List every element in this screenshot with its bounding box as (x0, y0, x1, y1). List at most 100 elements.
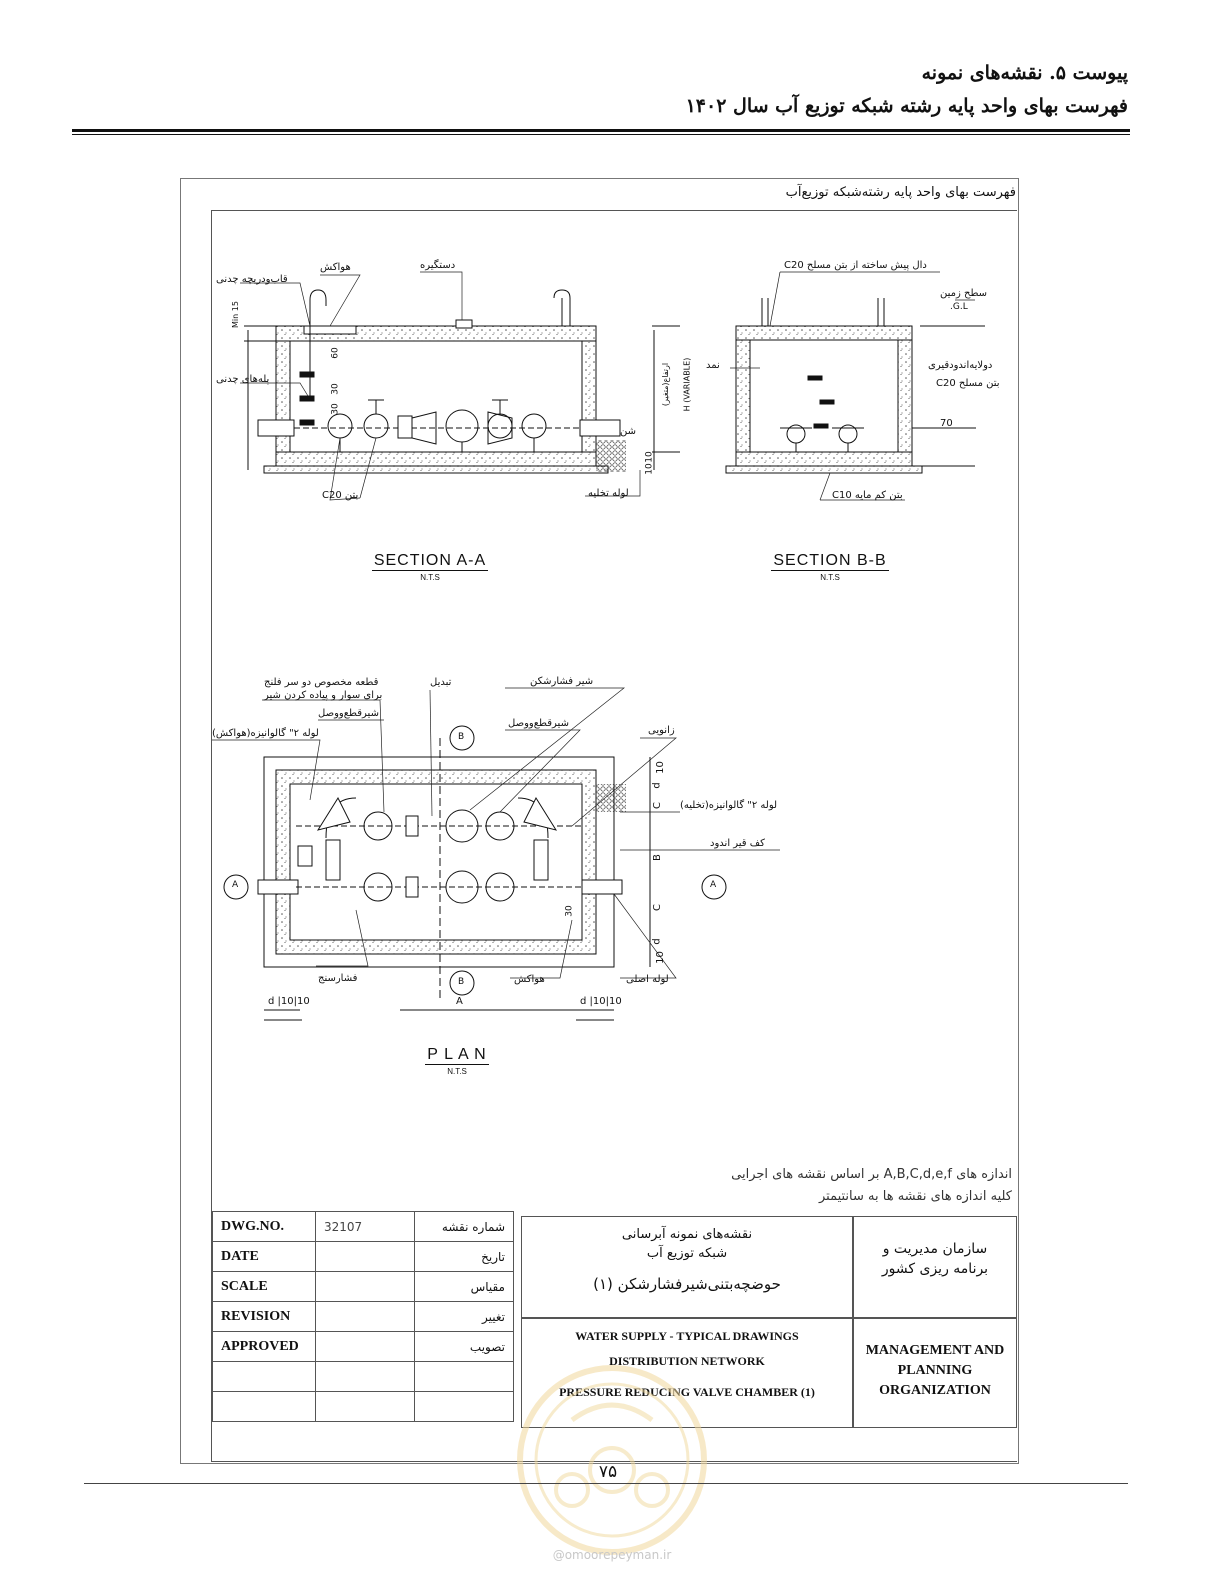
plan-dim-label-30: 30 (564, 905, 575, 917)
bb-lean-concrete (725, 465, 923, 474)
plan-outer-lean (263, 756, 615, 968)
plan-marker-b-bottom-label: B (458, 977, 465, 987)
plan-label-gate-valve-2: شیرقطع‌ووصل (508, 718, 569, 729)
aa-right-wall (581, 340, 597, 466)
tb-en: APPROVED (212, 1331, 316, 1362)
sheet-header: فهرست بهای واحد پایه رشته‌شبکه توزیع‌آب (785, 185, 1016, 200)
tb-fa: مقیاس (414, 1271, 514, 1302)
aa-dim-30b: 30 (330, 403, 341, 415)
bb-label-lean: بتن کم مایه C10 (832, 490, 903, 501)
section-bb (725, 298, 985, 474)
plan-dim-label-a: A (456, 996, 463, 1007)
tb-en: DATE (212, 1241, 316, 1272)
aa-valve-2 (363, 413, 389, 439)
aa-label-min15: 15 Min (230, 301, 240, 328)
tb-fa: شماره نقشه (414, 1211, 514, 1242)
plan-marker-a-right-label: A (710, 880, 717, 890)
plan-title: P L A N N.T.S (425, 1046, 489, 1076)
plan-label-main-pipe: لوله اصلی (626, 974, 669, 985)
aa-dim-10a: 10 (644, 451, 655, 463)
plan-label-special-piece: قطعه مخصوص دو سر فلنج (264, 677, 379, 688)
tb-center-en-line1: WATER SUPPLY - TYPICAL DRAWINGS (575, 1329, 799, 1343)
aa-dim-30a: 30 (330, 383, 341, 395)
tb-row-empty (212, 1391, 514, 1422)
aa-step-2 (299, 395, 315, 402)
tb-en (212, 1361, 316, 1392)
tb-val (315, 1391, 415, 1422)
tb-org-en-line2: PLANNING (897, 1363, 973, 1378)
aa-step-3 (299, 419, 315, 426)
bb-label-reinforced: بتن مسلح C20 (936, 378, 1000, 389)
plan-dim-left: 10|10| d (268, 996, 310, 1007)
aa-step-1 (299, 371, 315, 378)
aa-label-height-fa: ارتفاع(متغیر) (661, 362, 671, 407)
plan-valve-1 (363, 811, 393, 841)
plan-label-gauge: فشارسنج (318, 973, 358, 984)
plan-marker-b-top-label: B (458, 732, 465, 742)
bb-right-wall (897, 339, 913, 467)
aa-gravel (596, 440, 626, 472)
tb-val (315, 1331, 415, 1362)
appendix-title: پیوست ۵. نقشه‌های نمونه (921, 62, 1128, 84)
tb-en (212, 1391, 316, 1422)
plan-valve-2 (363, 872, 393, 902)
plan-dim-label-d-top: d (651, 782, 663, 789)
section-marker-a-left (223, 874, 249, 900)
plan-valve-4 (485, 872, 515, 902)
aa-valve-1 (327, 413, 353, 439)
section-marker-b-bottom (449, 970, 475, 996)
tb-en: SCALE (212, 1271, 316, 1302)
aa-valve-4 (521, 413, 547, 439)
tb-center-en-line2: DISTRIBUTION NETWORK (609, 1354, 765, 1368)
tb-org-fa-line1: سازمان مدیریت و (882, 1241, 988, 1257)
plan-dim-label-c-bottom: C (651, 904, 663, 911)
plan-label-gate-valve: شیرقطع‌ووصل (318, 708, 379, 719)
plan-pipe-in (257, 879, 299, 895)
tb-val (315, 1301, 415, 1332)
plan-dim-label-10-bottom: 10 (654, 951, 666, 964)
title-block-center-en: WATER SUPPLY - TYPICAL DRAWINGS DISTRIBU… (521, 1318, 853, 1428)
aa-handle (455, 319, 473, 329)
tb-center-fa-line3: حوضچه‌بتنی‌شیرفشارشکن (۱) (593, 1275, 781, 1293)
bb-left-wall (735, 339, 751, 467)
bb-label-double-layer: دولایه‌اندودقیری (928, 360, 993, 371)
aa-valve-3 (487, 413, 513, 439)
aa-label-air-valve: هواکش (320, 262, 351, 273)
aa-lean-concrete (263, 465, 609, 474)
tb-row-scale: SCALE مقیاس (212, 1271, 514, 1302)
tb-val (315, 1241, 415, 1272)
plan-label-reducer: تبدیل (430, 677, 452, 688)
tb-val: 32107 (315, 1211, 415, 1242)
tb-org-fa-line2: برنامه ریزی کشور (881, 1261, 989, 1277)
tb-row-empty (212, 1361, 514, 1392)
plan-marker-a-left-label: A (232, 880, 239, 890)
aa-label-gravel: شن (620, 426, 636, 437)
plan-gravel (596, 784, 626, 812)
title-block-org-fa: سازمان مدیریت و برنامه ریزی کشور (853, 1216, 1017, 1318)
aa-pipe-in (257, 419, 295, 437)
aa-reducer-2 (487, 411, 513, 445)
tb-org-en-line1: MANAGEMENT AND (865, 1343, 1005, 1358)
aa-label-concrete: بتن C20 (322, 490, 359, 501)
section-aa-title: SECTION A-A N.T.S (371, 552, 489, 582)
plan-label-galv-drain: لوله ۲" گالوانیزه(تخلیه) (680, 800, 778, 811)
tb-val (315, 1271, 415, 1302)
plan-thrust-left (316, 796, 351, 831)
note-dimensions-basis: اندازه های A,B,C,d,e,f بر اساس نقشه های … (731, 1167, 1012, 1182)
header-rule-thick (72, 129, 1130, 132)
tb-fa: تصویب (414, 1331, 514, 1362)
bb-dim-70: 70 (940, 418, 953, 429)
plan-dim-label-c-top: C (651, 802, 663, 809)
plan-label-galv-air: لوله ۲" گالوانیزه(هواکش) (212, 728, 319, 739)
section-bb-title: SECTION B-B N.T.S (771, 552, 889, 582)
aa-prv (445, 409, 479, 443)
title-block-org-en: MANAGEMENT AND PLANNING ORGANIZATION (853, 1318, 1017, 1428)
plan-dim-label-d-bottom: d (651, 938, 663, 945)
aa-label-cast-frame: قاب‌ودریچه چدنی (216, 274, 288, 285)
section-marker-a-right (701, 874, 727, 900)
plan-label-floor: کف قیر اندود (710, 838, 765, 849)
section-aa (244, 289, 680, 474)
